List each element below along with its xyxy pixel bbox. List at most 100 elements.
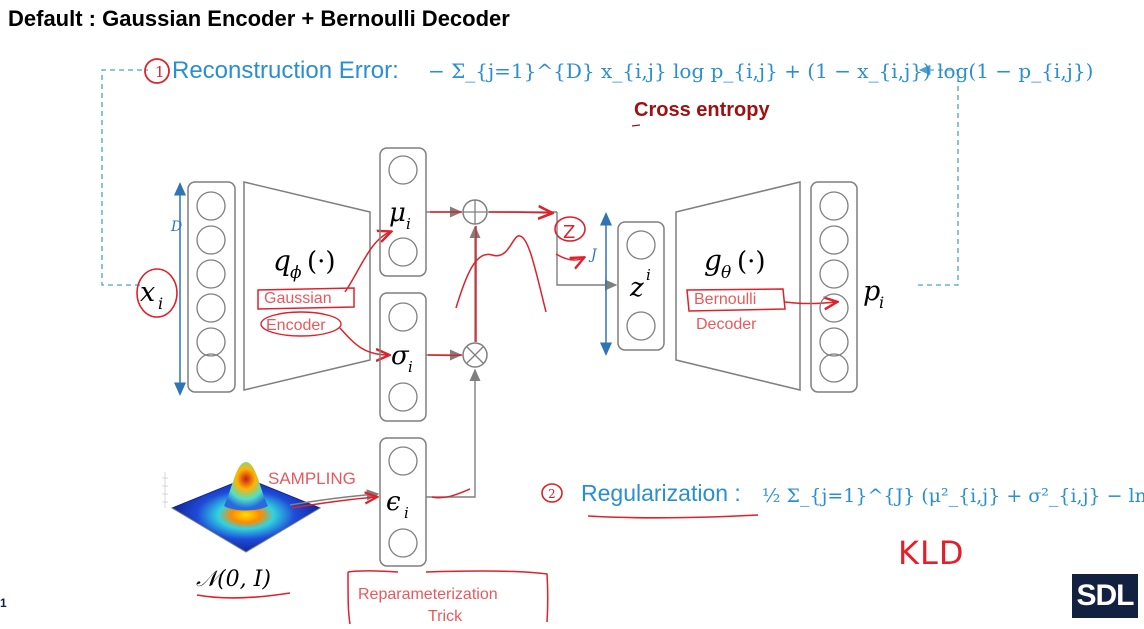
reconstruction-label: Reconstruction Error: bbox=[172, 57, 399, 84]
epsilon-neuron bbox=[388, 528, 418, 558]
z-ink-circle bbox=[554, 216, 586, 242]
mu-column: μ i bbox=[379, 147, 427, 277]
latent-box bbox=[617, 221, 665, 351]
epsilon-label: ϵ bbox=[386, 487, 401, 517]
mu-label: μ bbox=[389, 198, 406, 228]
mu-neuron bbox=[388, 155, 418, 185]
decoder-arg: (·) bbox=[737, 247, 766, 277]
encoder-sub: ϕ bbox=[290, 263, 302, 283]
output-neuron bbox=[819, 191, 849, 221]
output-neuron bbox=[819, 353, 849, 383]
ink-squiggle bbox=[455, 235, 547, 313]
dim-D: D bbox=[170, 182, 186, 396]
x-label: x bbox=[140, 277, 155, 308]
sdl-logo: SDL bbox=[1072, 574, 1138, 618]
encoder-ink-oval bbox=[260, 311, 342, 337]
reparam-label-1: Reparameterization bbox=[358, 586, 498, 603]
encoder: q ϕ (·) Gaussian Encoder bbox=[243, 181, 390, 391]
input-neuron bbox=[196, 327, 226, 357]
input-neuron bbox=[196, 225, 226, 255]
operators bbox=[462, 199, 488, 368]
latent-sup: i bbox=[646, 266, 651, 284]
latent-neuron bbox=[626, 230, 656, 260]
loop-left-dashed bbox=[101, 69, 148, 286]
output-neuron bbox=[819, 327, 849, 357]
x-sub: i bbox=[158, 294, 163, 313]
bernoulli-ink-box bbox=[686, 288, 786, 312]
reconstruction-formula: − Σ_{j=1}^{D} x_{i,j} log p_{i,j} + (1 −… bbox=[428, 59, 1093, 83]
gaussian-plot: SAMPLING 𝒩(0, I) bbox=[162, 462, 380, 599]
dim-J-label: J bbox=[588, 247, 598, 263]
step1-marker: 1 bbox=[155, 63, 165, 81]
dim-D-label: D bbox=[170, 219, 182, 235]
encoder-note-2: Encoder bbox=[266, 317, 326, 334]
ink-epsilon-out bbox=[431, 488, 471, 499]
sampling-label: SAMPLING bbox=[268, 469, 356, 488]
epsilon-to-mult bbox=[426, 368, 481, 498]
output-neuron bbox=[819, 225, 849, 255]
page-number: 1 bbox=[0, 596, 7, 610]
epsilon-neuron bbox=[388, 446, 418, 476]
x-ink-circle bbox=[136, 268, 178, 318]
output-column: p i bbox=[810, 181, 884, 393]
input-neuron bbox=[196, 353, 226, 383]
sigma-neuron bbox=[388, 382, 418, 412]
sampling-arrow bbox=[289, 489, 380, 506]
latent-label: z bbox=[629, 273, 644, 303]
reparam-label-2: Trick bbox=[428, 608, 463, 625]
latent-column: z i bbox=[617, 221, 665, 351]
loop-right-dashed bbox=[918, 64, 959, 286]
latent-neuron bbox=[626, 311, 656, 341]
encoder-shape bbox=[243, 181, 371, 391]
input-neuron bbox=[196, 293, 226, 323]
ink-to-latent bbox=[555, 253, 583, 260]
mu-sub: i bbox=[406, 215, 411, 233]
ink-flow: Z bbox=[427, 212, 586, 499]
decoder-sub: θ bbox=[721, 263, 731, 283]
decoder-shape bbox=[675, 181, 801, 391]
sigma-sub: i bbox=[408, 358, 413, 376]
regularization-underline bbox=[587, 514, 759, 519]
p-sub: i bbox=[879, 293, 884, 312]
input-neuron bbox=[196, 191, 226, 221]
gaussian-ink-box bbox=[257, 287, 355, 310]
z-to-latent bbox=[556, 212, 618, 291]
reconstruction-error: 1 Reconstruction Error: − Σ_{j=1}^{D} x_… bbox=[144, 57, 1093, 127]
input-box bbox=[187, 181, 236, 393]
sigma-label: σ bbox=[391, 341, 410, 371]
normal-underline bbox=[196, 592, 291, 599]
epsilon-column: ϵ i bbox=[379, 437, 427, 567]
encoder-symbol: q bbox=[273, 244, 291, 277]
encoder-to-mu-ink bbox=[344, 232, 390, 293]
gaussian-peak bbox=[224, 462, 268, 511]
decoder-note-1: Bernoulli bbox=[694, 291, 756, 308]
ink-add-to-z bbox=[488, 212, 551, 213]
kld-label: KLD bbox=[898, 534, 964, 572]
mu-neuron bbox=[388, 237, 418, 267]
output-box bbox=[810, 181, 858, 393]
decoder: g θ (·) Bernoulli Decoder bbox=[675, 181, 836, 391]
sigma-column: σ i bbox=[379, 292, 427, 422]
connections bbox=[426, 206, 618, 498]
regularization-formula: ½ Σ_{j=1}^{J} (μ²_{i,j} + σ²_{i,j} − ln(… bbox=[762, 485, 1144, 507]
encoder-arg: (·) bbox=[307, 247, 336, 277]
slide-title: Default : Gaussian Encoder + Bernoulli D… bbox=[8, 6, 510, 31]
reconstruction-loop bbox=[101, 64, 959, 286]
decoder-to-p-ink bbox=[784, 302, 836, 304]
dim-J: J bbox=[588, 212, 612, 356]
step2-marker: 2 bbox=[548, 487, 556, 501]
decoder-note-2: Decoder bbox=[696, 316, 757, 333]
encoder-to-sigma-ink bbox=[339, 327, 388, 355]
encoder-note-1: Gaussian bbox=[264, 290, 332, 307]
step2-circle bbox=[541, 483, 563, 503]
input-column: x i bbox=[136, 181, 236, 393]
decoder-symbol: g bbox=[704, 244, 722, 277]
input-neuron bbox=[196, 259, 226, 289]
reparameterization-trick: Reparameterization Trick bbox=[347, 570, 549, 625]
cross-entropy-label: Cross entropy bbox=[634, 99, 770, 121]
output-neuron bbox=[819, 293, 849, 323]
sigma-neuron bbox=[388, 302, 418, 332]
cross-entropy-tick bbox=[631, 124, 641, 127]
epsilon-box bbox=[379, 437, 427, 567]
